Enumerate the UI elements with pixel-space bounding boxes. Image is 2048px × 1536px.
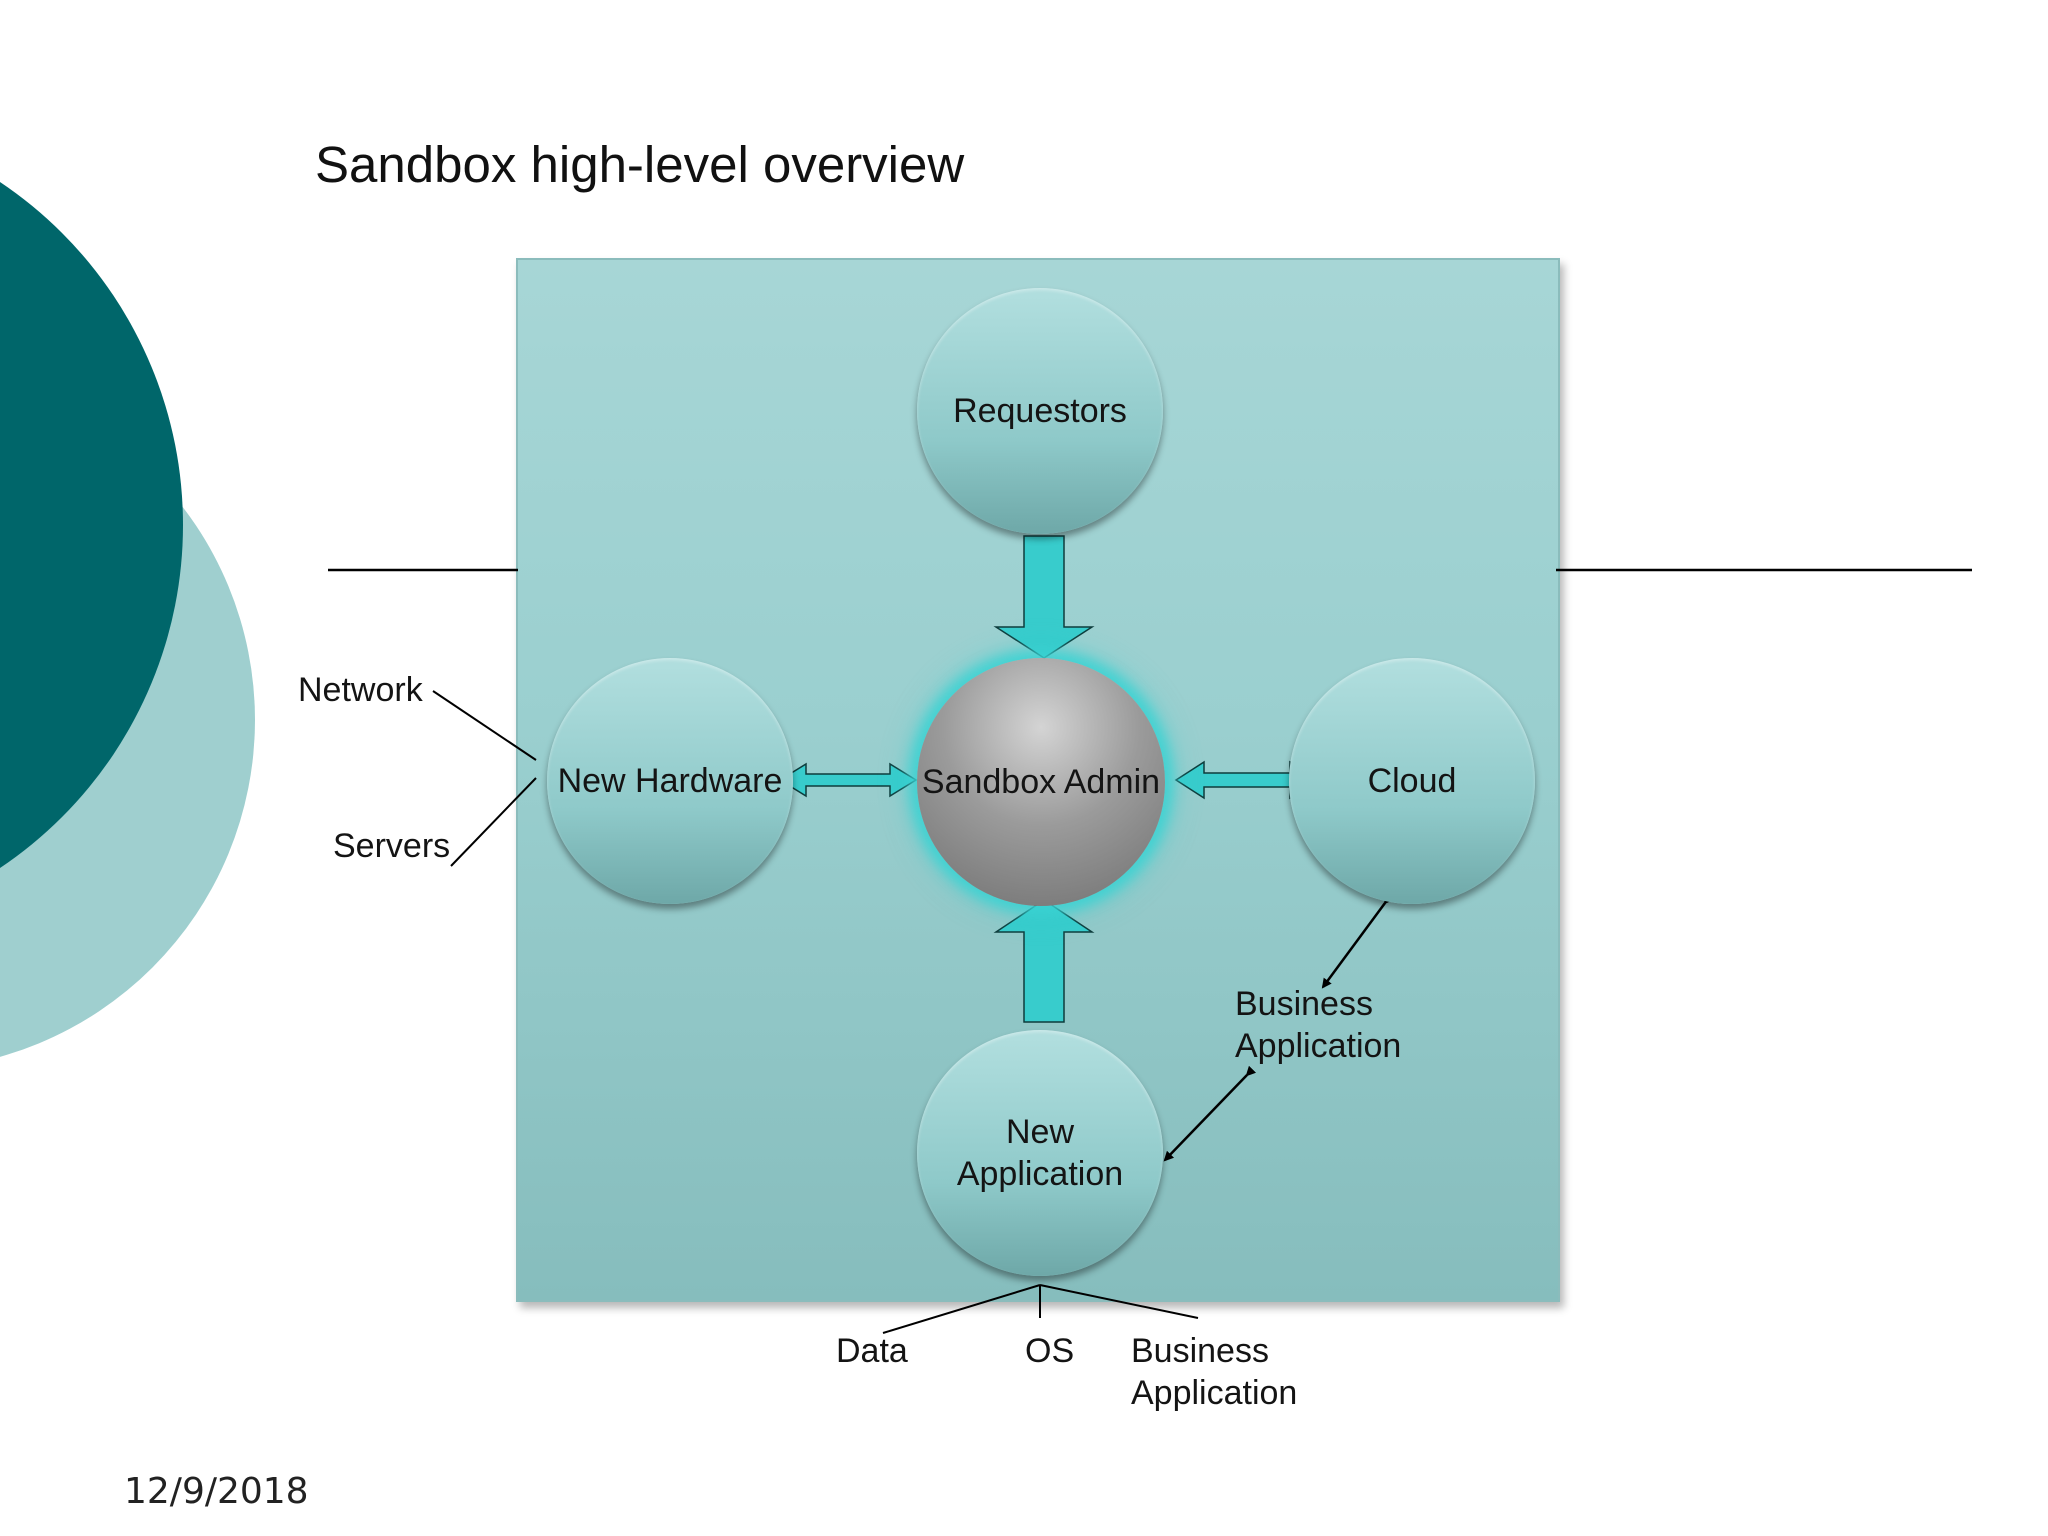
data-label: Data bbox=[836, 1332, 908, 1370]
os-label: OS bbox=[1025, 1332, 1075, 1370]
cloud-business-connector bbox=[1321, 893, 1394, 989]
new-hardware-label: New Hardware bbox=[557, 762, 783, 800]
sandbox-admin-label: Sandbox Admin bbox=[921, 763, 1161, 801]
hardware-admin-double-arrow bbox=[778, 762, 918, 798]
new-hardware-node: New Hardware bbox=[547, 658, 793, 904]
servers-leader-line bbox=[450, 777, 537, 867]
business-application-bottom-label: Business Application bbox=[1131, 1330, 1297, 1414]
new-application-line-1: New bbox=[1005, 1113, 1075, 1151]
new-application-node: New Application bbox=[917, 1030, 1163, 1276]
slide-title: Sandbox high-level overview bbox=[315, 136, 965, 193]
business-newapp-connector bbox=[1163, 1065, 1257, 1162]
cloud-label: Cloud bbox=[1367, 762, 1457, 800]
up-arrow bbox=[993, 899, 1095, 1023]
requestors-label: Requestors bbox=[953, 392, 1127, 430]
data-leader-line bbox=[882, 1284, 1041, 1334]
business-application-right-line-2: Application bbox=[1235, 1027, 1402, 1065]
requestors-node: Requestors bbox=[917, 288, 1163, 534]
business-application-bottom-line-1: Business bbox=[1131, 1332, 1269, 1370]
network-leader-line bbox=[432, 690, 537, 761]
sandbox-admin-node: Sandbox Admin bbox=[917, 658, 1165, 906]
new-application-label: New Application bbox=[957, 1111, 1123, 1195]
new-application-line-2: Application bbox=[956, 1155, 1124, 1193]
business-application-right-line-1: Business bbox=[1235, 985, 1373, 1023]
cloud-node: Cloud bbox=[1289, 658, 1535, 904]
business-app-leader-line bbox=[1039, 1284, 1199, 1319]
servers-label: Servers bbox=[333, 827, 451, 865]
network-label: Network bbox=[298, 671, 423, 709]
slide-date: 12/9/2018 bbox=[124, 1471, 309, 1512]
business-application-bottom-line-2: Application bbox=[1131, 1374, 1298, 1412]
business-application-right-label: Business Application bbox=[1235, 983, 1401, 1067]
down-arrow bbox=[993, 535, 1095, 659]
dark-teal-circle bbox=[0, 182, 183, 868]
